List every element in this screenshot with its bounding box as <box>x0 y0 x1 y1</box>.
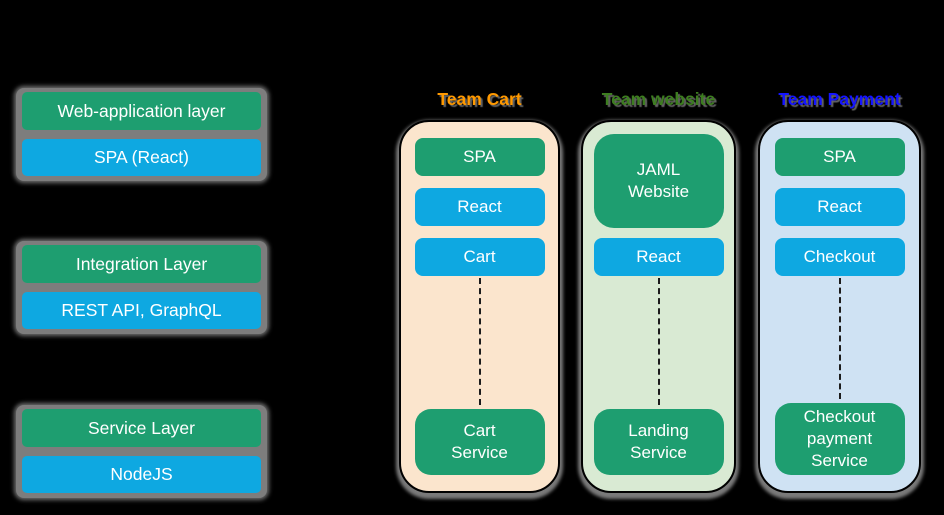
layer-pair-integration: Integration Layer REST API, GraphQL <box>16 241 267 334</box>
node-jaml-website: JAML Website <box>593 134 724 228</box>
team-payment-column: SPA React Checkout Checkout payment Serv… <box>758 120 921 493</box>
node-payment-react: React <box>774 188 905 226</box>
team-website-column: JAML Website React Landing Service <box>581 120 736 493</box>
node-payment-spa: SPA <box>774 138 905 176</box>
layer-label-integration: Integration Layer <box>22 245 261 283</box>
team-website-title: Team website <box>601 89 716 109</box>
node-landing-service: Landing Service <box>593 409 724 475</box>
node-checkout-payment-service: Checkout payment Service <box>774 403 905 475</box>
node-cart-react: React <box>414 188 545 226</box>
node-website-react: React <box>593 238 724 276</box>
layer-tech-rest-graphql: REST API, GraphQL <box>22 292 261 329</box>
layer-pair-web-application: Web-application layer SPA (React) <box>16 88 267 181</box>
dashed-connector-payment <box>838 278 841 399</box>
layer-label-web-application: Web-application layer <box>22 92 261 130</box>
layer-tech-nodejs: NodeJS <box>22 456 261 493</box>
layer-tech-spa-react: SPA (React) <box>22 139 261 176</box>
layer-label-service: Service Layer <box>22 409 261 447</box>
dashed-connector-website <box>657 278 660 405</box>
node-cart-service: Cart Service <box>414 409 545 475</box>
team-cart-title: Team Cart <box>437 89 522 109</box>
team-cart-column: SPA React Cart Cart Service <box>399 120 560 493</box>
layer-pair-service: Service Layer NodeJS <box>16 405 267 498</box>
node-cart-spa: SPA <box>414 138 545 176</box>
team-payment-title: Team Payment <box>778 89 901 109</box>
node-payment-checkout: Checkout <box>774 238 905 276</box>
dashed-connector-cart <box>478 278 481 405</box>
node-cart-cart: Cart <box>414 238 545 276</box>
